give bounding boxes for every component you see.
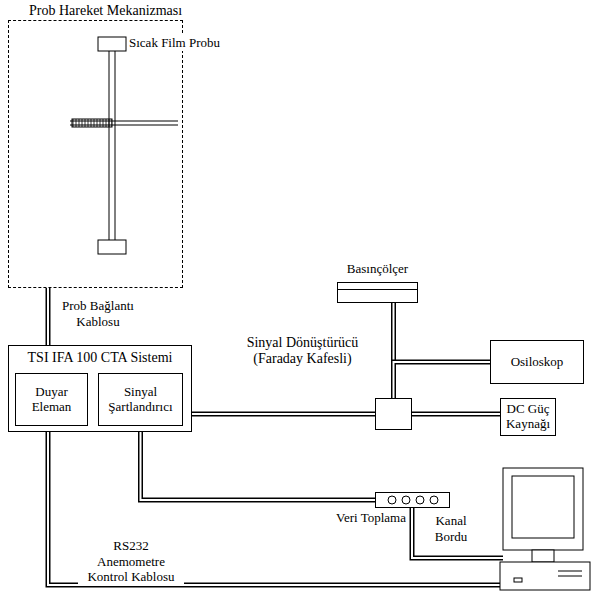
cable-label: Kanal Bordu [424, 513, 478, 544]
power-supply-box: DC Güç Kaynağı [500, 398, 556, 436]
cta-system-box: TSI IFA 100 CTA SistemiDuyar Eleman Sinya… [8, 345, 192, 432]
channel-board-cable [412, 508, 503, 558]
node-text: Prob Hareket Mekanizması [29, 3, 182, 19]
probe-label: Sıcak Film Probu [128, 35, 221, 51]
data-acquisition-box: Veri Toplama [375, 492, 450, 508]
gauge-inner-line [338, 289, 417, 290]
cable-label: RS232 Anemometre Kontrol Kablosu [78, 538, 184, 585]
node-text: TSI IFA 100 CTA Sistemi [9, 346, 191, 366]
cable-connector [394, 362, 491, 398]
node-text: Sinyal Şartlandırıcı [104, 385, 177, 415]
signal-converter-box: Sinyal Dönüştürücü (Faraday Kafesli) [375, 398, 412, 430]
cable-label: Prob Bağlantı Kablosu [56, 298, 140, 329]
pressure-gauge-box: Basınçölçer [337, 282, 418, 303]
oscilloscope-box: Osiloskop [490, 340, 584, 384]
node-text: Sinyal Dönüştürücü (Faraday Kafesli) [235, 335, 370, 367]
mechanism-region: Prob Hareket Mekanizması [8, 20, 183, 288]
cable-connector [141, 426, 376, 500]
computer [500, 468, 590, 590]
cable-connector [48, 288, 49, 345]
node-text: Veri Toplama [336, 511, 406, 526]
hot-film-probe [70, 119, 178, 127]
traverse-mechanism [98, 37, 126, 254]
channel-sockets [376, 493, 449, 507]
node-text: Osiloskop [511, 355, 564, 370]
signal-conditioner-box: Sinyal Şartlandırıcı [98, 373, 183, 426]
cable-connector [192, 414, 375, 415]
node-text: Duyar Eleman [21, 385, 82, 415]
rs232-cable [48, 432, 500, 585]
cable-connector [412, 414, 500, 415]
node-text: DC Güç Kaynağı [506, 402, 550, 432]
node-text: Basınçölçer [338, 262, 417, 277]
sensor-element-box: Duyar Eleman [15, 373, 88, 426]
